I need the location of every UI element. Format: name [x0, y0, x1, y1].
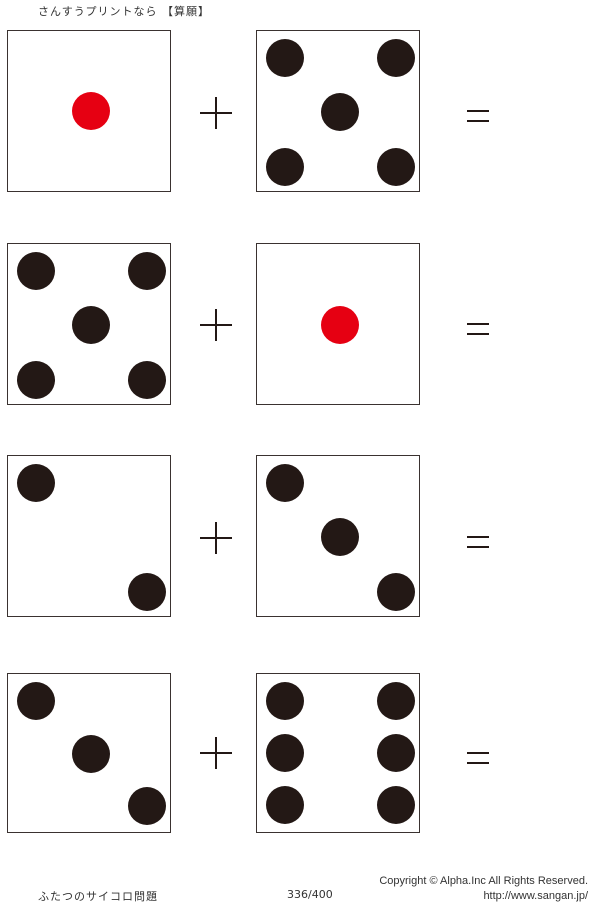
equals-icon: [467, 323, 489, 335]
pip-icon: [321, 306, 359, 344]
plus-icon: [200, 97, 232, 129]
pip-icon: [377, 39, 415, 77]
plus-icon: [200, 522, 232, 554]
worksheet-title: ふたつのサイコロ問題: [38, 890, 158, 903]
pip-icon: [17, 252, 55, 290]
equals-icon: [467, 536, 489, 548]
pip-icon: [128, 252, 166, 290]
pip-icon: [128, 361, 166, 399]
pip-icon: [377, 734, 415, 772]
pip-icon: [17, 464, 55, 502]
pip-icon: [266, 734, 304, 772]
copyright-text: Copyright © Alpha.Inc All Rights Reserve…: [379, 875, 588, 887]
pip-icon: [266, 464, 304, 502]
equals-icon: [467, 110, 489, 122]
plus-icon: [200, 309, 232, 341]
page-number: 336/400: [287, 888, 333, 901]
pip-icon: [17, 361, 55, 399]
pip-icon: [377, 148, 415, 186]
pip-icon: [377, 786, 415, 824]
die-left-3: [7, 673, 171, 833]
pip-icon: [266, 39, 304, 77]
pip-icon: [266, 682, 304, 720]
worksheet-header: さんすうプリントなら 【算願】: [38, 5, 211, 18]
pip-icon: [266, 786, 304, 824]
pip-icon: [128, 573, 166, 611]
die-left-5: [7, 243, 171, 405]
pip-icon: [266, 148, 304, 186]
die-left-2: [7, 455, 171, 617]
die-right-1: [256, 243, 420, 405]
die-right-6: [256, 673, 420, 833]
pip-icon: [321, 93, 359, 131]
equals-icon: [467, 752, 489, 764]
site-url: http://www.sangan.jp/: [483, 890, 588, 902]
die-right-5: [256, 30, 420, 192]
pip-icon: [72, 306, 110, 344]
pip-icon: [72, 92, 110, 130]
copyright-block: Copyright © Alpha.Inc All Rights Reserve…: [379, 874, 588, 904]
pip-icon: [128, 787, 166, 825]
die-right-3: [256, 455, 420, 617]
die-left-1: [7, 30, 171, 192]
pip-icon: [377, 682, 415, 720]
pip-icon: [321, 518, 359, 556]
pip-icon: [72, 735, 110, 773]
plus-icon: [200, 737, 232, 769]
pip-icon: [17, 682, 55, 720]
pip-icon: [377, 573, 415, 611]
